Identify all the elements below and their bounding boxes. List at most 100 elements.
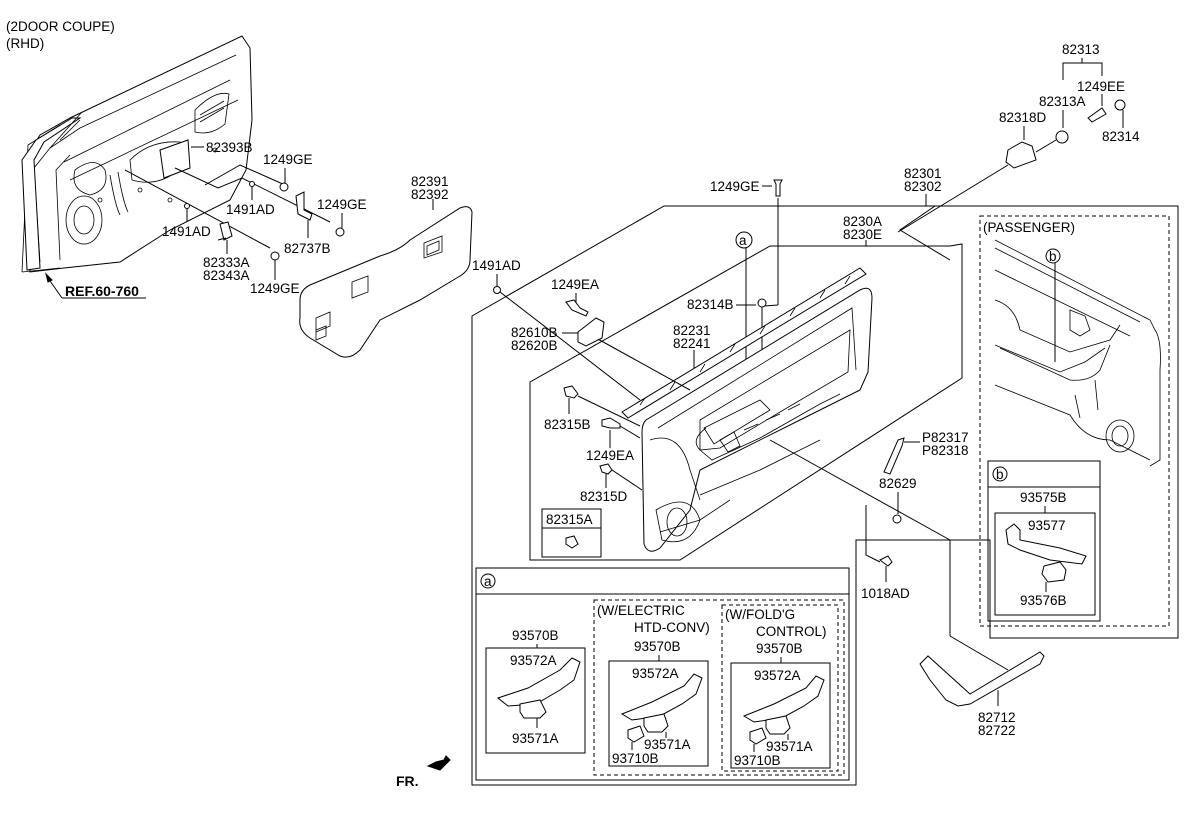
label-82343A[interactable]: 82343A [203, 268, 250, 283]
screw-icon [270, 251, 280, 261]
label-82313[interactable]: 82313 [1062, 42, 1100, 57]
folding-title-2: CONTROL) [756, 624, 827, 639]
option-group-box [593, 599, 845, 776]
window-switch-panel-htd [620, 673, 703, 743]
label-82315D[interactable]: 82315D [580, 489, 628, 504]
detail-a-label: a [484, 574, 492, 589]
label-82620B[interactable]: 82620B [511, 338, 558, 353]
nut-icon [1114, 99, 1126, 111]
screw-icon [565, 299, 589, 317]
label-93572A-std[interactable]: 93572A [510, 653, 557, 668]
label-82610B[interactable]: 82610B [511, 325, 558, 340]
label-82314B[interactable]: 82314B [687, 297, 734, 312]
label-82333A[interactable]: 82333A [203, 255, 250, 270]
label-82315A[interactable]: 82315A [546, 512, 593, 527]
screw-icon [1087, 107, 1107, 123]
clip-icon [249, 181, 255, 187]
label-93570B-fold[interactable]: 93570B [756, 641, 803, 656]
label-1491AD-trim[interactable]: 1491AD [472, 258, 521, 273]
label-93577[interactable]: 93577 [1028, 518, 1066, 533]
clip-82315A-box [541, 508, 602, 558]
screw-icon [279, 182, 289, 192]
label-93575B[interactable]: 93575B [1020, 490, 1067, 505]
label-1249EA-bottom[interactable]: 1249EA [586, 448, 634, 463]
label-82314[interactable]: 82314 [1102, 129, 1140, 144]
sealing-cover [299, 206, 473, 358]
label-1249GE-trim[interactable]: 1249GE [710, 179, 760, 194]
label-93576B[interactable]: 93576B [1020, 593, 1067, 608]
folding-title-1: (W/FOLD'G [725, 607, 795, 622]
screw-icon [335, 227, 345, 237]
label-93710B-htd[interactable]: 93710B [612, 751, 659, 766]
cap-icon [757, 298, 767, 308]
label-1249GE-right[interactable]: 1249GE [317, 197, 367, 212]
label-82392[interactable]: 82392 [411, 187, 449, 202]
clip-icon [565, 535, 579, 549]
callout-b-label: b [1049, 249, 1057, 264]
label-93570B-htd[interactable]: 93570B [634, 639, 681, 654]
passenger-box [979, 215, 1170, 627]
label-82241[interactable]: 82241 [673, 336, 711, 351]
window-switch-panel-fold [742, 675, 825, 745]
label-1249EA-top[interactable]: 1249EA [551, 277, 599, 292]
clip-icon [563, 385, 579, 399]
label-1249GE-top[interactable]: 1249GE [263, 152, 313, 167]
screw-icon [773, 179, 783, 197]
ref-label[interactable]: REF.60-760 [65, 283, 139, 299]
label-1491AD-mid[interactable]: 1491AD [226, 202, 275, 217]
passenger-title: (PASSENGER) [983, 220, 1075, 235]
plug-icon [892, 514, 902, 524]
electric-title-2: HTD-CONV) [634, 620, 710, 635]
detail-b-badge [992, 466, 1008, 482]
label-82737B[interactable]: 82737B [284, 241, 331, 256]
label-82301[interactable]: 82301 [904, 166, 942, 181]
label-93571A-htd[interactable]: 93571A [644, 737, 691, 752]
screw-icon [601, 417, 621, 429]
door-trim-panel [621, 267, 873, 552]
assembly-frame [471, 205, 1179, 786]
label-93570B-std[interactable]: 93570B [512, 628, 559, 643]
label-82302[interactable]: 82302 [904, 179, 942, 194]
mirror-bracket-icon [1005, 141, 1037, 169]
label-82231[interactable]: 82231 [673, 323, 711, 338]
label-93571A-std[interactable]: 93571A [512, 731, 559, 746]
detail-a-box [475, 567, 850, 781]
label-8230A[interactable]: 8230A [843, 214, 882, 229]
label-P82318[interactable]: P82318 [922, 443, 969, 458]
detail-b-box [987, 460, 1101, 622]
label-1249GE-bottom[interactable]: 1249GE [250, 281, 300, 296]
trim-panel-frame [529, 243, 963, 561]
callout-a-badge[interactable] [735, 231, 753, 249]
label-93710B-fold[interactable]: 93710B [734, 753, 781, 768]
callout-a-label: a [739, 233, 747, 248]
label-P82317[interactable]: P82317 [922, 430, 969, 445]
bracket-icon [217, 221, 233, 241]
label-82722[interactable]: 82722 [978, 723, 1016, 738]
ref-arrow-icon [45, 272, 53, 283]
detail-a-badge [480, 573, 496, 589]
label-93571A-fold[interactable]: 93571A [766, 739, 813, 754]
callout-b-badge[interactable] [1045, 248, 1061, 264]
label-82391[interactable]: 82391 [411, 174, 449, 189]
label-1018AD[interactable]: 1018AD [861, 586, 910, 601]
label-82318D[interactable]: 82318D [999, 110, 1047, 125]
label-82315B[interactable]: 82315B [544, 417, 591, 432]
clip-icon [184, 203, 190, 209]
label-1249EE[interactable]: 1249EE [1077, 79, 1125, 94]
label-1491AD-left[interactable]: 1491AD [162, 224, 211, 239]
label-8230E[interactable]: 8230E [843, 227, 882, 242]
label-93572A-fold[interactable]: 93572A [754, 668, 801, 683]
bracket-icon [295, 191, 313, 221]
label-82712[interactable]: 82712 [978, 710, 1016, 725]
label-93572A-htd[interactable]: 93572A [632, 666, 679, 681]
variant-label: (2DOOR COUPE) [6, 19, 115, 34]
label-82393B[interactable]: 82393B [206, 140, 253, 155]
electric-title-1: (W/ELECTRIC [597, 603, 685, 618]
label-82313A[interactable]: 82313A [1039, 94, 1086, 109]
inside-handle-icon [577, 317, 605, 347]
garnish-icon [919, 651, 1045, 707]
label-82629[interactable]: 82629 [879, 476, 917, 491]
clip-icon [493, 286, 501, 294]
grommet-icon [1055, 130, 1069, 144]
